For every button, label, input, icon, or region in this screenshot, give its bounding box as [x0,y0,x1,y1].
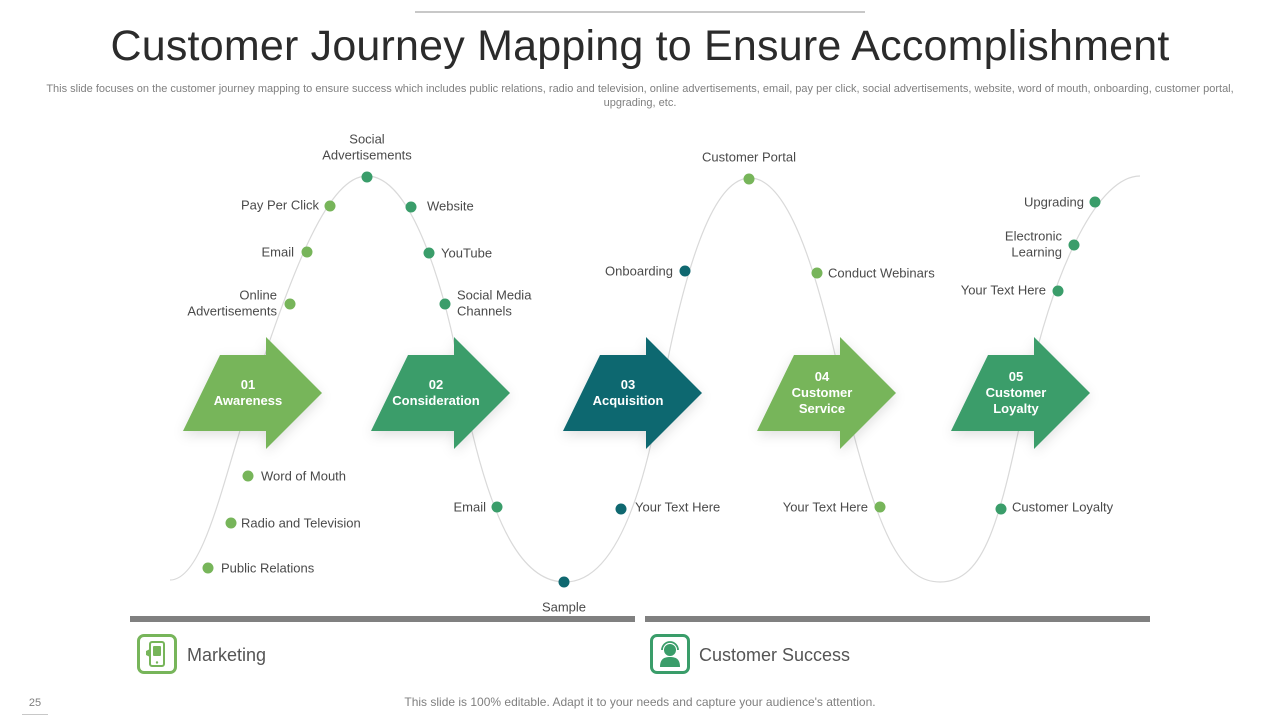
stage-arrow-shape [951,337,1090,449]
touchpoint-label: Your Text Here [783,500,868,515]
mobile-marketing-icon [137,634,177,674]
touchpoint-dot [225,517,237,529]
stage-arrow-5 [951,337,1090,449]
touchpoint-dot [811,267,823,279]
stage-arrow-shape [757,337,896,449]
touchpoint-dot [1068,239,1080,251]
stage-arrow-shape [563,337,702,449]
stage-label: Consideration [392,393,479,408]
touchpoint-label: Channels [457,304,512,319]
touchpoint-dot [615,503,627,515]
customer-success-bar [645,616,1150,622]
touchpoint-dot [242,470,254,482]
touchpoint-label: Radio and Television [241,516,361,531]
touchpoint-dot [301,246,313,258]
touchpoint-dot [995,503,1007,515]
page-number-underline [22,714,48,715]
touchpoint-label: Advertisements [322,148,412,163]
touchpoint-dot [324,200,336,212]
touchpoint-label: Electronic [1005,229,1063,244]
touchpoint-dot [679,265,691,277]
touchpoint-dot [405,201,417,213]
stage-number: 05 [1009,369,1023,384]
page-number: 25 [28,697,42,709]
touchpoint-dot [284,298,296,310]
touchpoint-label: Social Media [457,288,532,303]
touchpoint-dot [423,247,435,259]
touchpoint-dot [874,501,886,513]
touchpoint-label: Pay Per Click [241,198,320,213]
touchpoint-dot [491,501,503,513]
touchpoint-label: Customer Loyalty [1012,500,1114,515]
touchpoint-dot [361,171,373,183]
marketing-bar [130,616,635,622]
touchpoint-label: Your Text Here [961,283,1046,298]
touchpoint-label: Email [453,500,486,515]
top-divider [415,11,865,13]
stage-label: Loyalty [993,401,1039,416]
touchpoint-label: Learning [1011,245,1062,260]
touchpoint-label: Customer Portal [702,150,796,165]
touchpoints-layer: Public Relations Radio and Television Word… [187,132,1113,615]
touchpoint-label: Conduct Webinars [828,266,935,281]
touchpoint-label: Email [261,245,294,260]
customer-success-label: Customer Success [699,645,851,665]
stage-arrow-2 [371,337,510,449]
touchpoint-dot [558,576,570,588]
touchpoint-label: Online [239,288,277,303]
stage-number: 03 [621,377,635,392]
page-subtitle: This slide focuses on the customer journ… [46,83,1234,109]
touchpoint-label: Sample [542,600,586,615]
footer-note: This slide is 100% editable. Adapt it to… [404,695,876,709]
stage-arrow-shape [183,337,322,449]
touchpoint-label: YouTube [441,246,492,261]
touchpoint-dot [202,562,214,574]
stage-arrow-4 [757,337,896,449]
touchpoint-label: Advertisements [187,304,277,319]
marketing-label: Marketing [187,645,267,665]
stage-arrow-1 [183,337,322,449]
touchpoint-label: Your Text Here [635,500,720,515]
stage-label: Acquisition [593,393,664,408]
stage-label: Awareness [214,393,282,408]
stage-label: Customer [792,385,853,400]
touchpoint-dot [1052,285,1064,297]
touchpoint-dot [1089,196,1101,208]
stage-label: Customer [986,385,1047,400]
stage-number: 04 [815,369,830,384]
touchpoint-label: Website [427,199,474,214]
touchpoint-label: Word of Mouth [261,469,346,484]
touchpoint-label: Social [349,132,385,147]
customer-support-agent-icon [650,634,690,674]
stage-arrow-shape [371,337,510,449]
touchpoint-dot [439,298,451,310]
stage-label: Service [799,401,845,416]
touchpoint-dot [743,173,755,185]
touchpoint-label: Onboarding [605,264,673,279]
touchpoint-label: Upgrading [1024,195,1084,210]
stage-arrow-3 [563,337,702,449]
page-title: Customer Journey Mapping to Ensure Accom… [110,22,1170,70]
stage-number: 01 [241,377,255,392]
stage-number: 02 [429,377,443,392]
touchpoint-label: Public Relations [221,561,315,576]
